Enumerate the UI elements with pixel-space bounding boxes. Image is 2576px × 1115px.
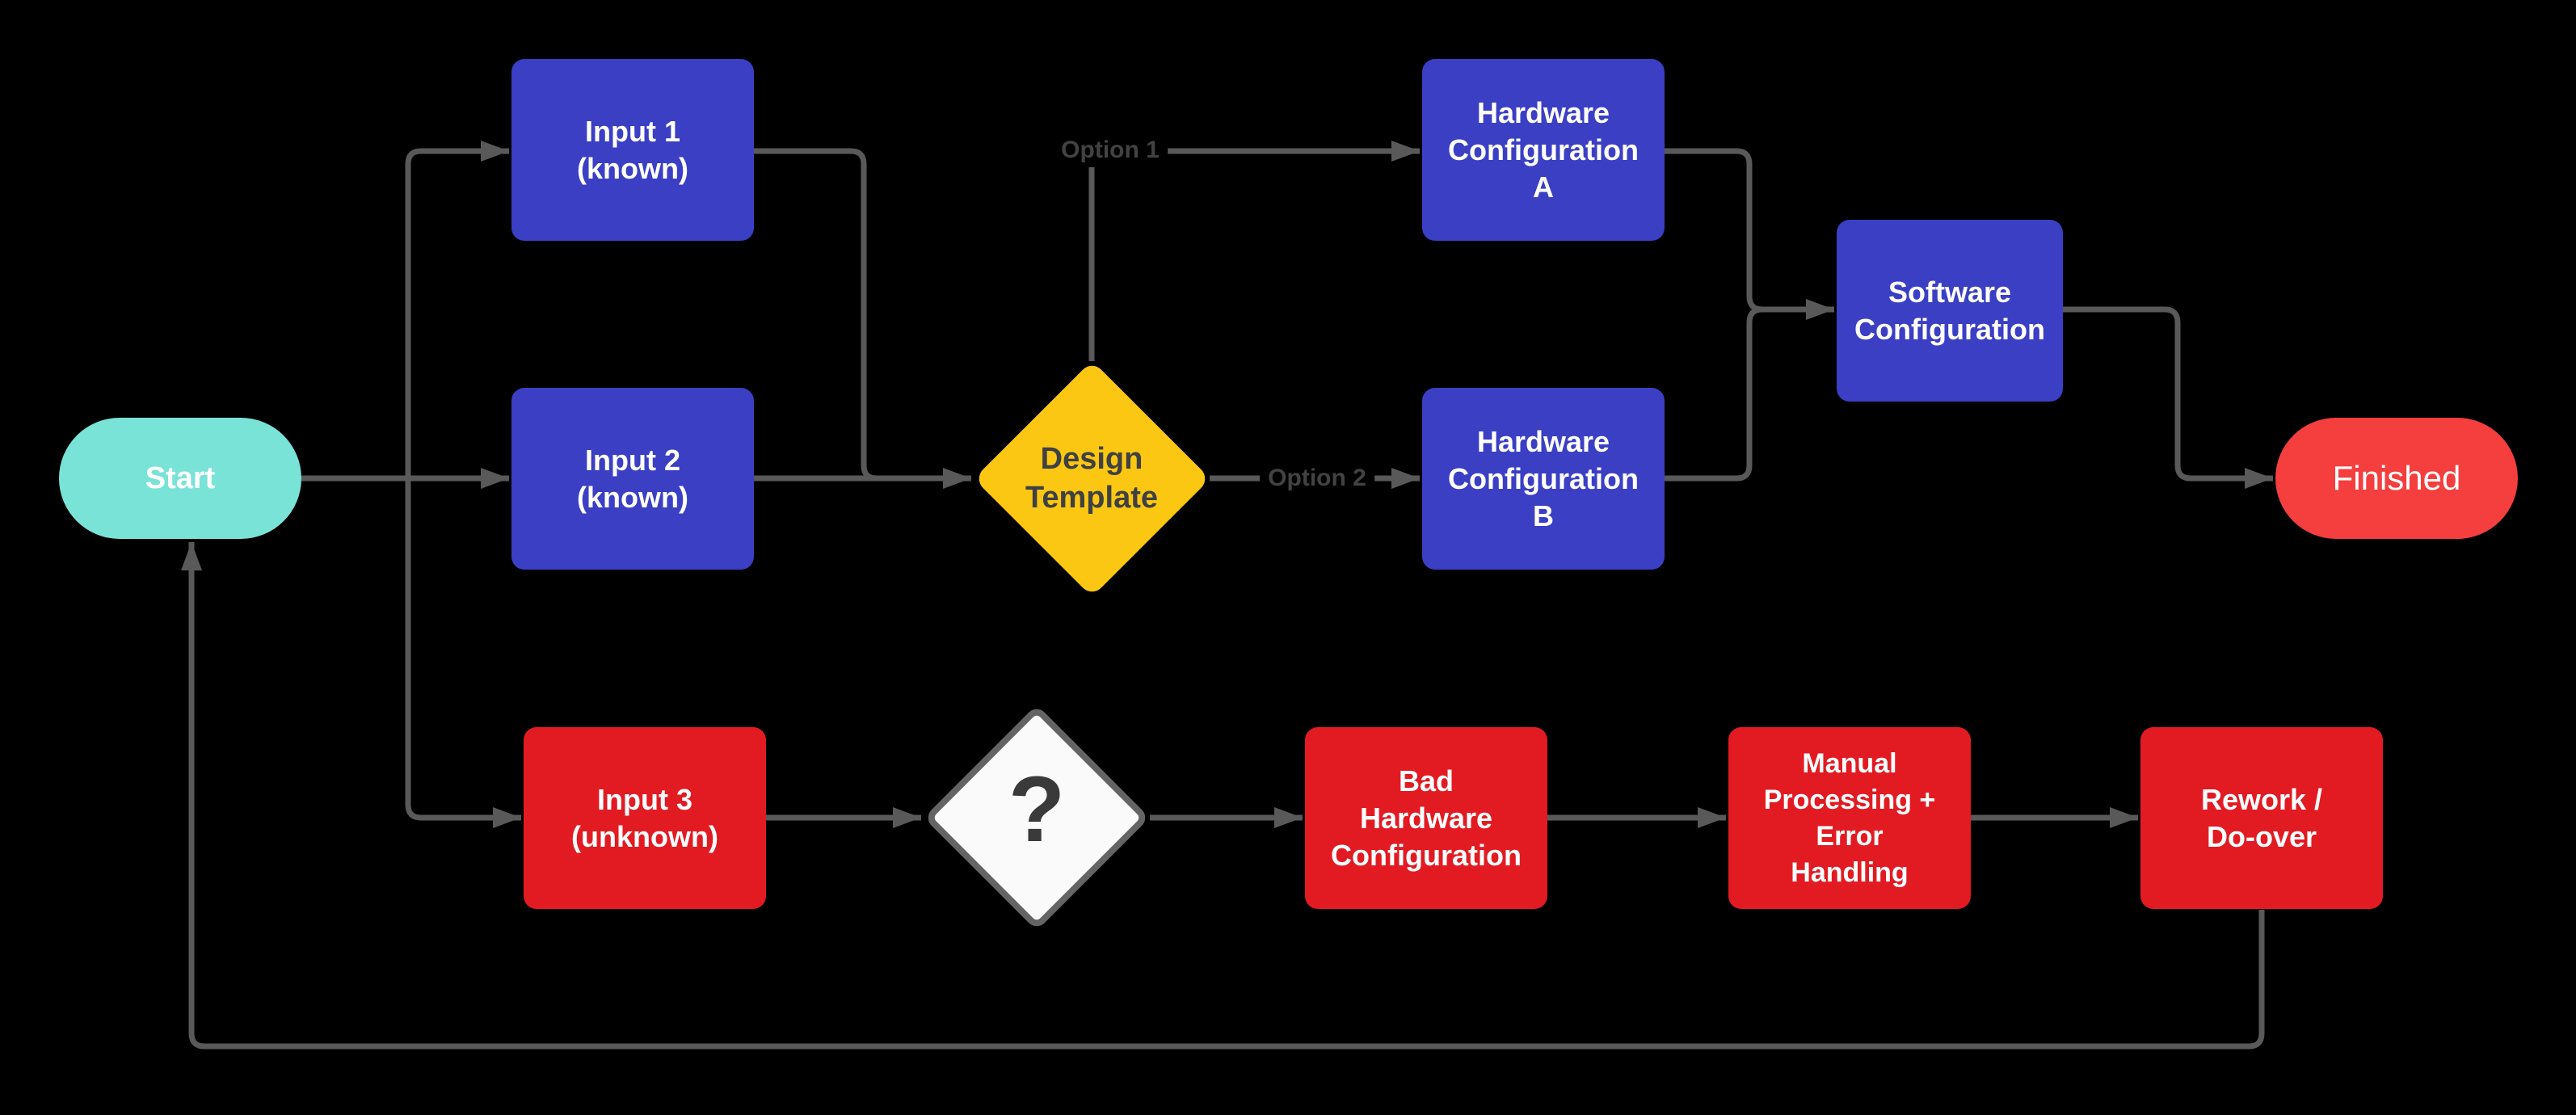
node-manual-processing-error-handling[interactable]: Manual Processing + Error Handling bbox=[1728, 727, 1971, 909]
node-input-1[interactable]: Input 1 (known) bbox=[511, 59, 754, 241]
node-rework-do-over[interactable]: Rework / Do-over bbox=[2140, 727, 2383, 909]
node-input-3[interactable]: Input 3 (unknown) bbox=[524, 727, 766, 909]
edge-label-option-1: Option 1 bbox=[1053, 133, 1168, 167]
edge-design-option1-hwa bbox=[1088, 141, 1420, 361]
edge-label-option-2: Option 2 bbox=[1260, 461, 1374, 495]
node-bad-hardware-configuration[interactable]: Bad Hardware Configuration bbox=[1305, 727, 1547, 909]
node-unknown-decision[interactable]: ? bbox=[923, 704, 1151, 932]
edge-hwb-merge bbox=[1665, 306, 1763, 482]
question-mark-label: ? bbox=[1008, 757, 1066, 861]
design-template-label: Design Template bbox=[1025, 442, 1158, 515]
edge-hwa-software bbox=[1665, 148, 1834, 320]
node-input-2[interactable]: Input 2 (known) bbox=[511, 388, 754, 570]
edge-branch-input3 bbox=[405, 478, 521, 828]
edge-branch-input1 bbox=[405, 141, 509, 478]
node-design-template[interactable]: Design Template bbox=[973, 360, 1210, 597]
node-finished[interactable]: Finished bbox=[2275, 418, 2518, 539]
node-start[interactable]: Start bbox=[59, 418, 301, 539]
edge-software-finished bbox=[2063, 306, 2273, 489]
node-hardware-configuration-a[interactable]: Hardware Configuration A bbox=[1422, 59, 1665, 241]
edge-rework-loop-start bbox=[181, 542, 2265, 1050]
edge-input1-merge bbox=[754, 148, 878, 482]
node-hardware-configuration-b[interactable]: Hardware Configuration B bbox=[1422, 388, 1665, 570]
node-software-configuration[interactable]: Software Configuration bbox=[1837, 220, 2063, 402]
